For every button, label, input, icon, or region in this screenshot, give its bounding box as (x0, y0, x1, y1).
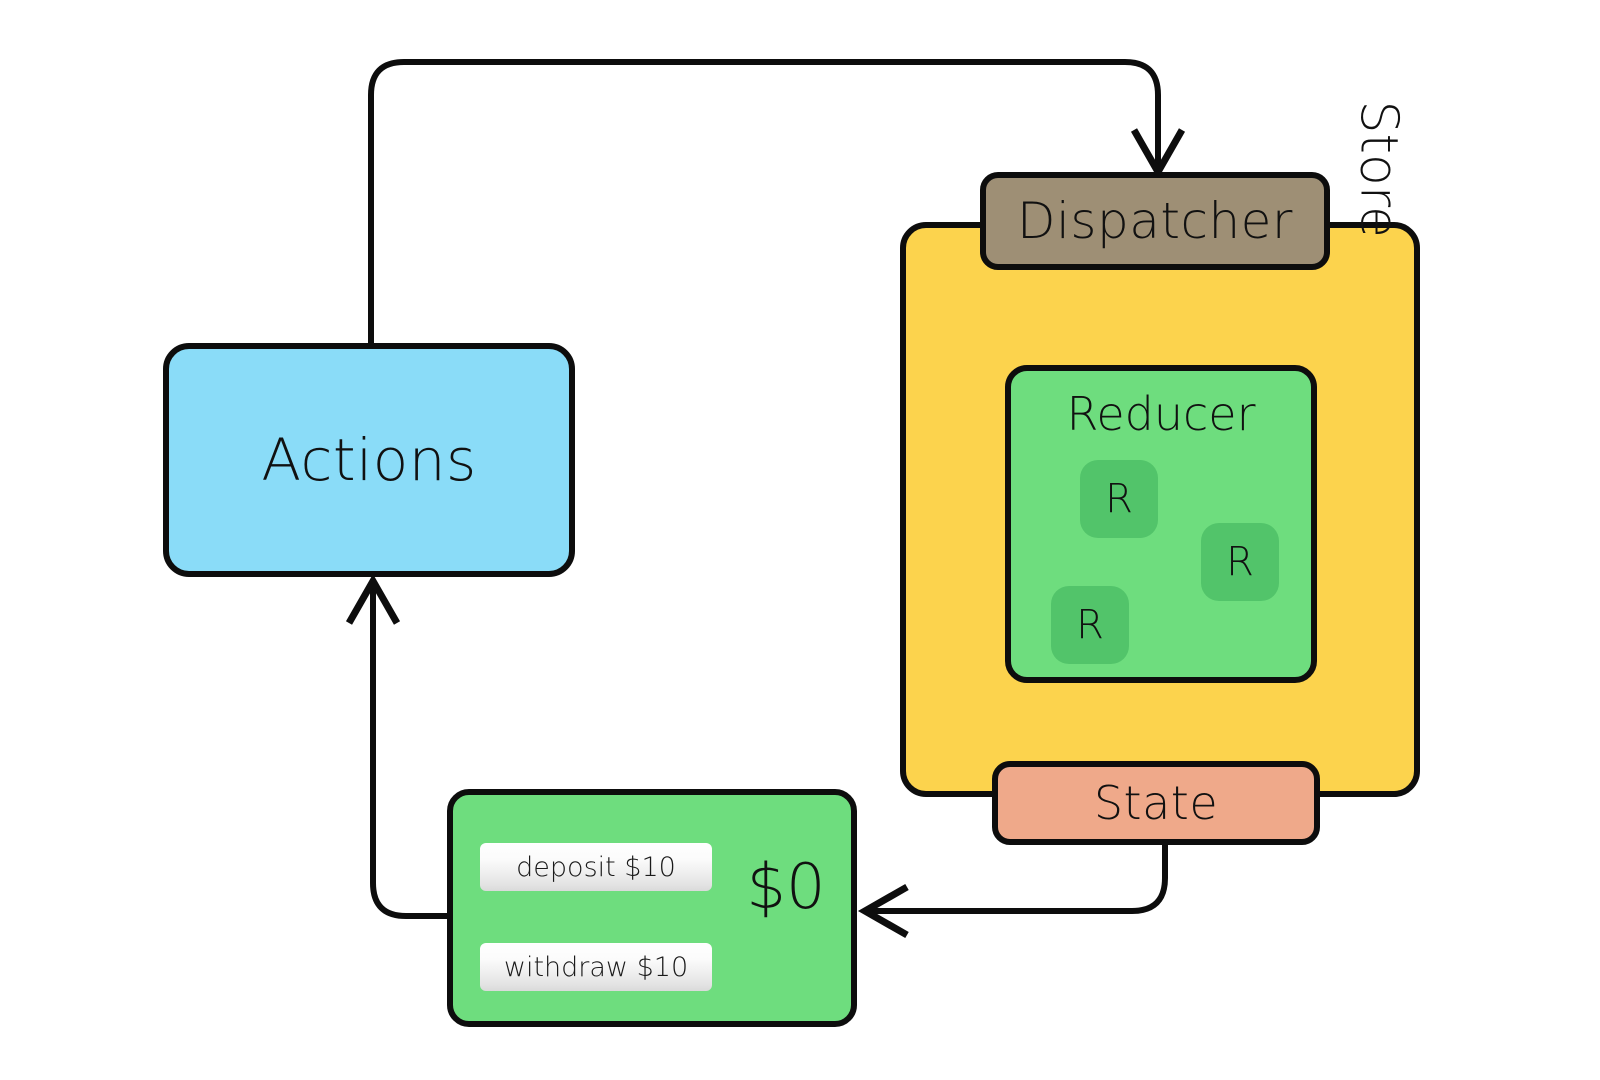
withdraw-button[interactable]: withdraw $10 (480, 943, 712, 991)
dispatcher-node[interactable]: Dispatcher (980, 172, 1330, 270)
arrowhead-ui-to-actions (345, 573, 401, 625)
state-label: State (1093, 776, 1219, 830)
actions-label: Actions (261, 426, 477, 494)
deposit-button[interactable]: deposit $10 (480, 843, 712, 891)
balance-display: $0 (746, 850, 826, 923)
reducer-label: Reducer (1066, 387, 1256, 441)
store-label: Store (1348, 100, 1408, 238)
reducer-chip: R (1201, 523, 1279, 601)
actions-node[interactable]: Actions (163, 343, 575, 577)
arrowhead-actions-to-dispatcher (1130, 128, 1186, 180)
ui-panel: deposit $10 withdraw $10 $0 (447, 789, 857, 1027)
dispatcher-label: Dispatcher (1017, 192, 1293, 250)
connector-state-to-ui (869, 845, 1168, 914)
arrowhead-state-to-ui (857, 883, 909, 939)
connector-ui-to-actions (370, 585, 447, 919)
reducer-chip: R (1051, 586, 1129, 664)
reducer-chip: R (1080, 460, 1158, 538)
state-node[interactable]: State (992, 761, 1320, 845)
reducer-node[interactable]: Reducer R R R (1005, 365, 1317, 683)
